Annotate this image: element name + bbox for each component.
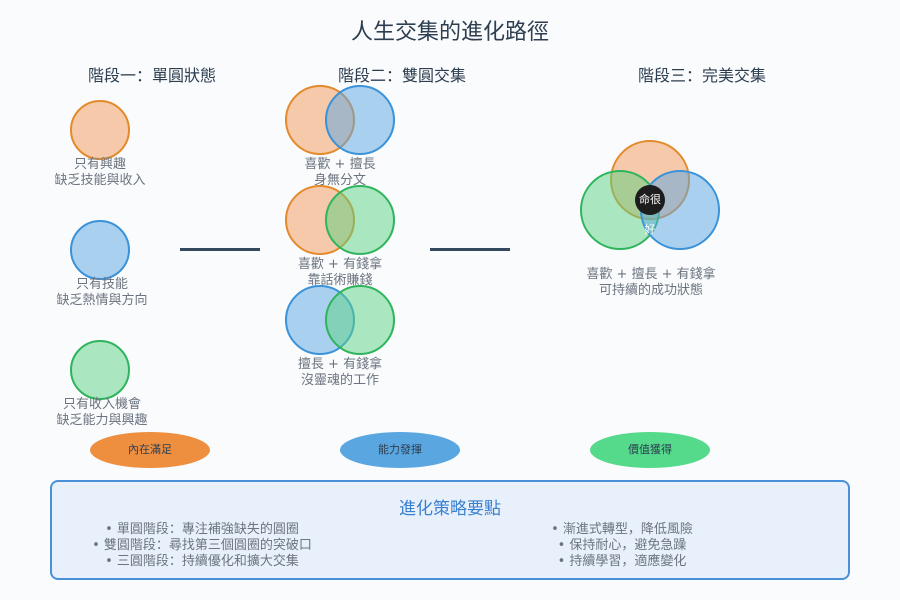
- stage-2-title: 階段二：雙圓交集: [337, 66, 466, 85]
- caption-line: 只有收入機會: [62, 397, 141, 412]
- strategy-item: • 漸進式轉型，降低風險: [551, 522, 693, 537]
- stage2-caption-1: 喜歡 + 擅長 身無分文: [240, 157, 440, 189]
- caption-line: 擅長 + 有錢拿: [297, 357, 383, 372]
- strategy-item: • 雙圓階段：尋找第三個圓圈的突破口: [92, 538, 312, 553]
- sweet-spot-center: 命很好: [635, 185, 665, 236]
- caption-line: 喜歡 + 擅長: [304, 157, 376, 172]
- stage2-caption-3: 擅長 + 有錢拿 沒靈魂的工作: [240, 357, 440, 389]
- interest-circle: [70, 100, 130, 160]
- strategy-item: • 保持耐心，避免急躁: [557, 538, 687, 553]
- income-circle: [325, 285, 395, 355]
- page-title: 人生交集的進化路徑: [350, 20, 549, 45]
- caption-line: 喜歡 + 有錢拿: [297, 257, 383, 272]
- strategy-right-list: • 漸進式轉型，降低風險 • 保持耐心，避免急躁 • 持續學習，適應變化: [527, 522, 717, 570]
- stage3-caption: 喜歡 + 擅長 + 有錢拿 可持續的成功狀態: [551, 267, 751, 299]
- caption-line: 靠話術賺錢: [307, 273, 373, 288]
- strategy-item: • 三圓階段：持續優化和擴大交集: [105, 554, 299, 569]
- pill-value: 價值獲得: [590, 432, 710, 468]
- caption-line: 缺乏能力與興趣: [56, 413, 148, 428]
- income-circle: [70, 340, 130, 400]
- strategy-item: • 單圓階段：專注補強缺失的圓圈: [105, 522, 299, 537]
- caption-line: 可持續的成功狀態: [598, 283, 703, 298]
- stage-1-title: 階段一：單圓狀態: [87, 66, 216, 85]
- skill-circle: [70, 220, 130, 280]
- caption-line: 沒靈魂的工作: [300, 373, 379, 388]
- skill-circle: [325, 85, 395, 155]
- stage1-caption-skill: 只有技能 缺乏熱情與方向: [2, 277, 202, 309]
- stage-3-title: 階段三：完美交集: [637, 66, 766, 85]
- strategy-left-list: • 單圓階段：專注補強缺失的圓圈 • 雙圓階段：尋找第三個圓圈的突破口 • 三圓…: [82, 522, 322, 570]
- stage1-caption-interest: 只有興趣 缺乏技能與收入: [0, 157, 200, 189]
- caption-line: 只有技能: [75, 277, 128, 292]
- pill-inner-satisfaction: 內在滿足: [90, 432, 210, 468]
- income-circle: [325, 185, 395, 255]
- caption-line: 缺乏熱情與方向: [56, 293, 148, 308]
- strategy-box: 進化策略要點 • 單圓階段：專注補強缺失的圓圈 • 雙圓階段：尋找第三個圓圈的突…: [50, 480, 850, 580]
- strategy-title: 進化策略要點: [399, 499, 501, 519]
- caption-line: 缺乏技能與收入: [54, 173, 146, 188]
- caption-line: 只有興趣: [73, 157, 126, 172]
- pill-ability: 能力發揮: [340, 432, 460, 468]
- caption-line: 喜歡 + 擅長 + 有錢拿: [586, 267, 716, 282]
- caption-line: 身無分文: [313, 173, 366, 188]
- stage1-caption-income: 只有收入機會 缺乏能力與興趣: [2, 397, 202, 429]
- strategy-item: • 持續學習，適應變化: [557, 554, 687, 569]
- connector-line-1: [180, 248, 260, 251]
- skill-circle: [640, 170, 720, 250]
- stage2-caption-2: 喜歡 + 有錢拿 靠話術賺錢: [240, 257, 440, 289]
- connector-line-2: [430, 248, 510, 251]
